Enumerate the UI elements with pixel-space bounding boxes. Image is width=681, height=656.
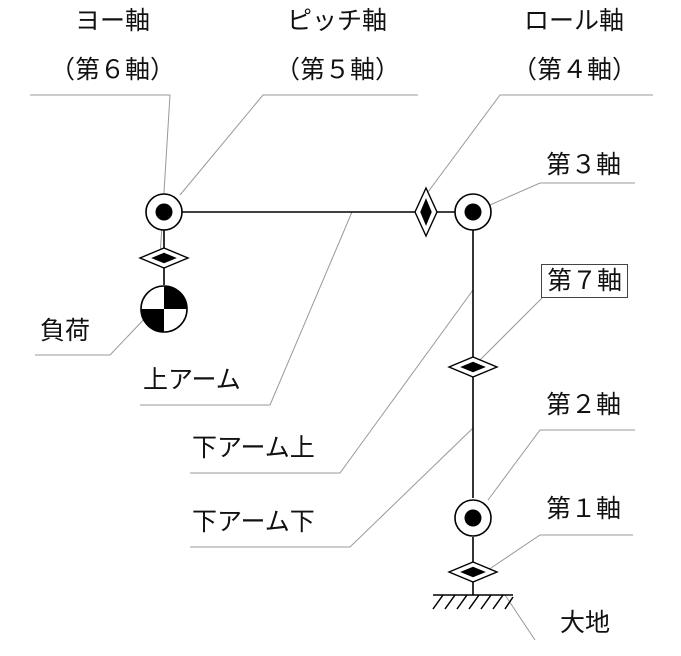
leader-pitch — [179, 94, 418, 196]
leader-upper-arm — [140, 211, 353, 406]
leader-axis7 — [474, 297, 543, 366]
leader-axis1 — [487, 534, 633, 571]
yaw-axis-number-label: （第６軸） — [50, 55, 176, 84]
axis-7-joint — [447, 356, 499, 378]
leader-axis3 — [489, 182, 635, 206]
yaw-axis-label: ヨー軸 — [75, 6, 151, 35]
ground-label: 大地 — [560, 608, 611, 637]
leader-lower-arm-upper — [190, 289, 474, 474]
ground-symbol — [432, 594, 514, 610]
axis-3-joint — [454, 193, 492, 231]
upper-arm-label: 上アーム — [143, 365, 241, 394]
yaw-twist-joint — [138, 247, 190, 269]
roll-axis-label: ロール軸 — [524, 6, 625, 35]
pitch-axis-number-label: （第５軸） — [275, 55, 401, 84]
load-mass-symbol — [140, 285, 188, 333]
leader-load — [35, 314, 149, 356]
lower-arm-lower-label: 下アーム下 — [192, 507, 315, 536]
leader-lower-arm-lower — [190, 427, 474, 548]
leader-roll — [427, 94, 653, 193]
load-label: 負荷 — [40, 316, 91, 345]
axis-2-label: 第２軸 — [546, 390, 622, 419]
leader-yaw — [30, 94, 171, 258]
axis-6-joint — [145, 193, 183, 231]
axis-7-label: 第７軸 — [541, 264, 629, 298]
axis-4-roll-joint — [414, 186, 438, 238]
axis-3-label: 第３軸 — [546, 150, 622, 179]
links — [163, 211, 474, 595]
roll-axis-number-label: （第４軸） — [512, 55, 638, 84]
axis-1-label: 第１軸 — [546, 494, 622, 523]
axis-1-joint — [454, 499, 492, 537]
leader-axis2 — [487, 429, 635, 501]
leader-lines — [30, 94, 653, 641]
pitch-axis-label: ピッチ軸 — [287, 6, 388, 35]
lower-arm-upper-label: 下アーム上 — [192, 433, 315, 462]
axis-2-joint — [447, 561, 499, 583]
